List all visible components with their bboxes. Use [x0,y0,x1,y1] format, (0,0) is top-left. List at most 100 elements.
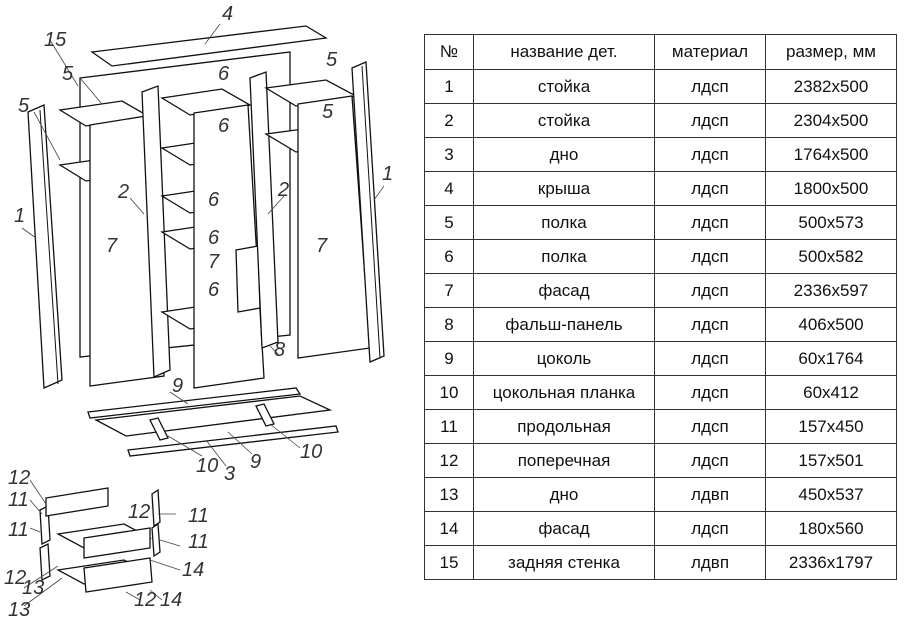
cell-number: 10 [424,375,474,410]
cell-size: 60x1764 [765,341,897,376]
label-10b: 10 [300,441,322,463]
label-6b: 6 [218,115,230,137]
label-11: 11 [8,489,29,511]
cell-part-name: стойка [473,69,655,104]
label-2: 2 [117,181,129,203]
cell-part-name: цоколь [473,341,655,376]
cell-part-name: продольная [473,409,655,444]
col-header-number: № [424,34,474,70]
inner-post-left [141,85,171,378]
label-11d: 11 [188,531,209,553]
cell-material: лдсп [654,511,766,546]
table-header-row: № название дет. материал размер, мм [424,34,897,70]
label-4: 4 [222,3,233,25]
cell-material: лдсп [654,443,766,478]
label-12: 12 [8,467,30,489]
label-11c: 11 [8,519,29,541]
plinth-front-part [87,387,302,419]
cell-material: лдсп [654,171,766,206]
cell-size: 500x582 [765,239,897,274]
cell-number: 15 [424,545,474,580]
cell-part-name: полка [473,205,655,240]
cell-size: 2336x597 [765,273,897,308]
label-1: 1 [14,205,25,227]
col-header-material: материал [654,34,766,70]
label-13b: 13 [8,599,30,621]
cell-part-name: задняя стенка [473,545,655,580]
plinth-strip-right [255,403,275,427]
label-15: 15 [44,29,67,51]
cell-material: лдсп [654,69,766,104]
cell-number: 7 [424,273,474,308]
cell-material: лдсп [654,137,766,172]
cell-material: лдсп [654,307,766,342]
cell-size: 450x537 [765,477,897,512]
label-6: 6 [218,63,230,85]
label-11b: 11 [188,505,209,527]
label-9b: 9 [250,451,261,473]
cell-part-name: фасад [473,273,655,308]
drawer-facade-part [83,527,151,559]
label-12b: 12 [128,501,150,523]
cell-number: 11 [424,409,474,444]
label-12c: 12 [4,567,26,589]
cell-size: 1800x500 [765,171,897,206]
drawer-back-part [45,487,109,517]
label-5: 5 [62,63,74,85]
roof-part [90,25,328,67]
plinth-strip-left [149,417,169,441]
drawer-side-part-4 [151,522,161,558]
cell-size: 2304x500 [765,103,897,138]
cell-material: лдвп [654,477,766,512]
col-header-part-name: название дет. [473,34,655,70]
label-12d: 12 [134,589,156,611]
exploded-wardrobe-drawing: 4 15 5 6 5 5 6 5 1 2 6 2 1 7 6 7 7 6 8 9… [4,3,393,621]
leader-lines [21,23,385,607]
cell-material: лдвп [654,545,766,580]
label-13: 13 [22,577,44,599]
label-7: 7 [106,235,118,257]
cell-part-name: полка [473,239,655,274]
cell-size: 1764x500 [765,137,897,172]
drawer-side-part-2 [151,488,161,528]
cell-part-name: фальш-панель [473,307,655,342]
label-5c: 5 [18,95,30,117]
inner-post-right [249,71,279,349]
cell-material: лдсп [654,239,766,274]
cell-number: 12 [424,443,474,478]
label-5d: 5 [322,101,334,123]
plinth-back-part [127,425,339,457]
cell-number: 2 [424,103,474,138]
cell-size: 157x501 [765,443,897,478]
cell-size: 406x500 [765,307,897,342]
cell-material: лдсп [654,205,766,240]
cell-material: лдсп [654,409,766,444]
label-10: 10 [196,455,218,477]
label-6c: 6 [208,189,220,211]
label-6e: 6 [208,279,220,301]
label-14b: 14 [160,589,182,611]
label-8: 8 [274,339,285,361]
drawer-side-part-3 [39,542,51,582]
cell-part-name: стойка [473,103,655,138]
facade-middle-part [193,104,265,389]
cell-part-name: фасад [473,511,655,546]
col-header-size: размер, мм [765,34,897,70]
label-14: 14 [182,559,204,581]
cell-number: 9 [424,341,474,376]
cell-size: 2336x1797 [765,545,897,580]
cell-part-name: поперечная [473,443,655,478]
cell-part-name: цокольная планка [473,375,655,410]
label-9: 9 [172,375,183,397]
